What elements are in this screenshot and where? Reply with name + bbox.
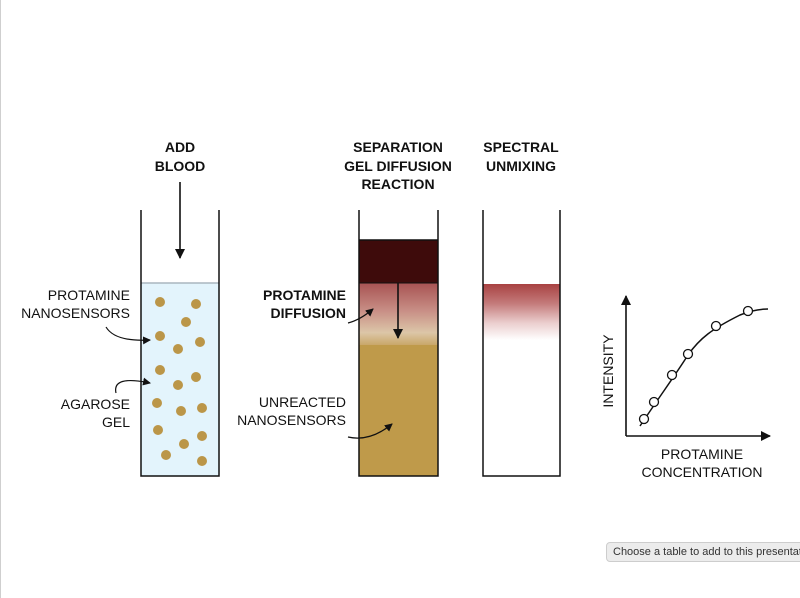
- agarose-gel-label-line2: GEL: [102, 414, 130, 430]
- nanosensor-particle: [173, 344, 183, 354]
- nanosensor-particle: [195, 337, 205, 347]
- nanosensor-particle: [153, 425, 163, 435]
- unreacted-nanosensors-pointer: [347, 423, 393, 439]
- add-blood-title-line2: BLOOD: [155, 158, 206, 174]
- separation-title-line2: GEL DIFFUSION: [344, 158, 452, 174]
- unreacted-nanosensors-label-line1: UNREACTED: [259, 394, 346, 410]
- spectral-title-line2: UNMIXING: [486, 158, 556, 174]
- insert-table-tooltip: Choose a table to add to this presentati…: [606, 542, 800, 562]
- graph-point: [710, 320, 722, 332]
- nanosensor-particle: [191, 299, 201, 309]
- graph-point: [682, 348, 694, 360]
- graph-x-axis-label-line2: CONCENTRATION: [641, 464, 762, 480]
- unmixed-tube: [482, 210, 561, 477]
- unmixed-tube-outline: [482, 210, 561, 477]
- nanosensor-particle: [181, 317, 191, 327]
- window-edge: [0, 0, 1, 598]
- protamine-diffusion-pointer: [347, 308, 374, 324]
- step-add-blood: ADD BLOOD PROTAMINE NANOSENSORS AGAROSE …: [21, 139, 220, 477]
- spectral-signal-band: [483, 284, 560, 340]
- protamine-nanosensors-label-line1: PROTAMINE: [48, 287, 130, 303]
- graph-y-axis-label: INTENSITY: [600, 334, 616, 408]
- reaction-tube-outline: [358, 210, 439, 477]
- spectral-title-line1: SPECTRAL: [483, 139, 559, 155]
- unreacted-nanosensors-label-line2: NANOSENSORS: [237, 412, 346, 428]
- nanosensor-particle: [197, 431, 207, 441]
- nanosensor-particle: [191, 372, 201, 382]
- graph-point: [648, 396, 660, 408]
- protamine-diffusion-label-line1: PROTAMINE: [263, 287, 346, 303]
- graph-point: [666, 369, 678, 381]
- nanosensor-particle: [197, 403, 207, 413]
- graph-point: [742, 305, 754, 317]
- nanosensor-particles: [152, 297, 207, 466]
- nanosensor-particle: [155, 297, 165, 307]
- add-blood-title-line1: ADD: [165, 139, 195, 155]
- nanosensor-particle: [161, 450, 171, 460]
- step-spectral-unmixing: SPECTRAL UNMIXING: [482, 139, 561, 477]
- step-separation: SEPARATION GEL DIFFUSION REACTION PROTAM…: [237, 139, 452, 477]
- protamine-diffusion-label-line2: DIFFUSION: [271, 305, 346, 321]
- nanosensor-particle: [155, 331, 165, 341]
- protamine-nanosensors-label-line2: NANOSENSORS: [21, 305, 130, 321]
- unreacted-nanosensor-layer: [359, 345, 438, 476]
- nanosensor-particle: [173, 380, 183, 390]
- separation-title-line1: SEPARATION: [353, 139, 443, 155]
- graph-point: [638, 413, 650, 425]
- nanosensor-particle: [155, 365, 165, 375]
- separation-title-line3: REACTION: [361, 176, 434, 192]
- nanosensor-particle: [176, 406, 186, 416]
- graph-x-axis-label-line1: PROTAMINE: [661, 446, 743, 462]
- gel-tube: [140, 210, 220, 477]
- agarose-gel-label-line1: AGAROSE: [61, 396, 130, 412]
- graph-curve: [639, 308, 769, 427]
- agarose-gel-fill: [141, 283, 219, 476]
- reaction-tube: [358, 210, 439, 477]
- protamine-nanosensors-pointer: [105, 326, 151, 345]
- blood-layer: [359, 240, 438, 283]
- nanosensor-particle: [179, 439, 189, 449]
- calibration-curve: INTENSITY PROTAMINE CONCENTRATION: [600, 295, 771, 480]
- nanosensor-particle: [152, 398, 162, 408]
- gel-tube-outline: [140, 210, 220, 477]
- nanosensor-particle: [197, 456, 207, 466]
- agarose-gel-pointer: [115, 377, 151, 394]
